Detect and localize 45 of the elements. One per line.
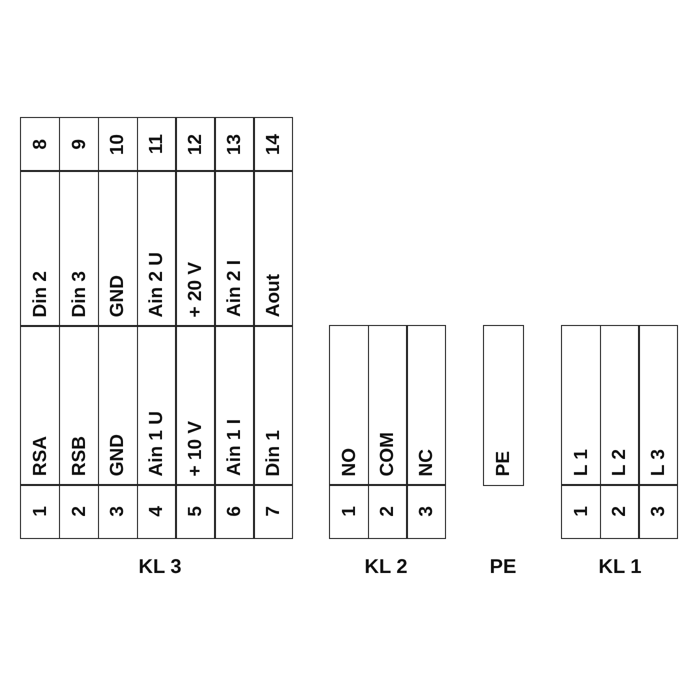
terminal-number: 5 bbox=[186, 506, 206, 517]
signal-name: L 2 bbox=[610, 449, 630, 476]
signal-name: RSA bbox=[30, 436, 50, 476]
terminal-number: 2 bbox=[70, 506, 89, 517]
signal-name: Ain 1 U bbox=[147, 411, 166, 476]
signal-name: GND bbox=[108, 434, 128, 476]
terminal-number: 13 bbox=[224, 134, 244, 155]
block-caption: KL 1 bbox=[598, 556, 642, 579]
signal-name: Din 1 bbox=[264, 430, 283, 476]
terminal-number: 14 bbox=[264, 134, 283, 155]
terminal-number: 9 bbox=[70, 138, 89, 150]
signal-name: + 20 V bbox=[186, 262, 206, 318]
terminal-number: 6 bbox=[224, 506, 244, 517]
signal-name: COM bbox=[378, 432, 398, 476]
terminal-number: 2 bbox=[378, 506, 398, 517]
signal-name: L 1 bbox=[572, 449, 591, 476]
terminal-number: 1 bbox=[340, 506, 359, 517]
signal-name: Aout bbox=[264, 274, 283, 318]
signal-name: + 10 V bbox=[186, 421, 206, 476]
terminal-number: 10 bbox=[108, 134, 128, 155]
terminal-number: 11 bbox=[147, 134, 166, 154]
signal-name: PE bbox=[494, 451, 513, 476]
signal-name: Din 2 bbox=[30, 271, 50, 318]
terminal-number: 3 bbox=[648, 506, 668, 517]
terminal-number: 12 bbox=[186, 134, 206, 155]
terminal-number: 4 bbox=[147, 506, 166, 517]
signal-name: NC bbox=[416, 449, 436, 476]
terminal-number: 2 bbox=[610, 506, 630, 517]
block-caption: KL 3 bbox=[138, 556, 182, 579]
signal-name: RSB bbox=[70, 436, 89, 476]
signal-name: Ain 1 I bbox=[224, 419, 244, 476]
block-caption: PE bbox=[490, 556, 516, 579]
signal-name: NO bbox=[340, 448, 359, 476]
terminal-number: 1 bbox=[30, 506, 50, 517]
terminal-number: 1 bbox=[572, 506, 591, 517]
signal-name: Din 3 bbox=[70, 271, 89, 318]
block-caption: KL 2 bbox=[364, 556, 408, 579]
signal-name: Ain 2 U bbox=[147, 252, 166, 318]
terminal-number: 8 bbox=[30, 138, 50, 150]
terminal-number: 3 bbox=[416, 506, 436, 517]
signal-name: Ain 2 I bbox=[224, 260, 244, 318]
signal-name: L 3 bbox=[648, 449, 668, 476]
signal-name: GND bbox=[108, 275, 128, 318]
terminal-number: 7 bbox=[264, 506, 283, 517]
terminal-number: 3 bbox=[108, 506, 128, 517]
